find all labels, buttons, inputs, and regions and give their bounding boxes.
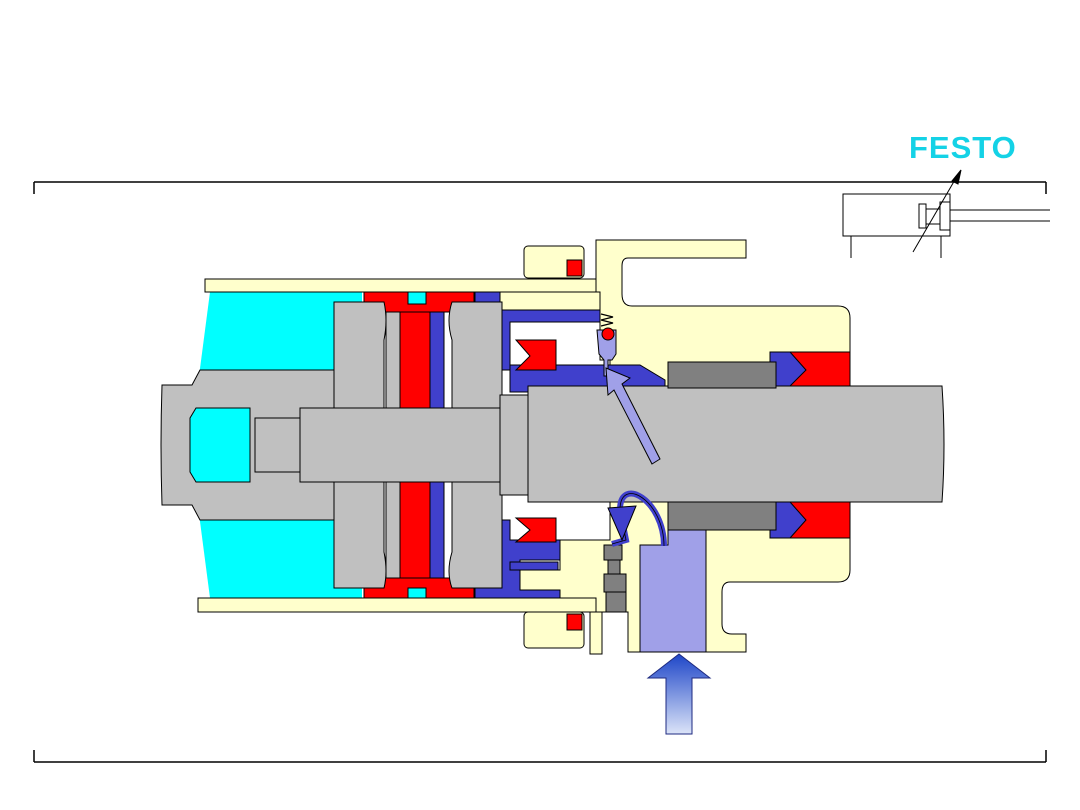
inlet-port-channel — [639, 529, 707, 653]
valve-ball — [601, 327, 615, 341]
rod-seals — [514, 339, 851, 543]
end-cap-upper-wall — [499, 291, 601, 311]
clamp-ring-top — [523, 245, 585, 279]
bottom-flange-strip — [589, 611, 603, 655]
festo-logo: FESTO — [909, 130, 1017, 165]
flow-arrow-icon — [605, 367, 661, 465]
cushion-adjust-screw — [603, 544, 627, 613]
clamp-ring-bottom — [523, 611, 585, 649]
curved-arrow-icon — [607, 490, 667, 547]
piston-assembly — [333, 291, 503, 599]
check-valve — [596, 313, 617, 377]
up-arrow-icon — [646, 653, 712, 735]
slide-frame — [33, 181, 1047, 763]
rod-guide-bushing — [667, 361, 777, 531]
adjustable-cushion-symbol-icon — [842, 169, 1050, 258]
piston-rod — [160, 369, 945, 521]
spring-icon — [600, 313, 614, 327]
